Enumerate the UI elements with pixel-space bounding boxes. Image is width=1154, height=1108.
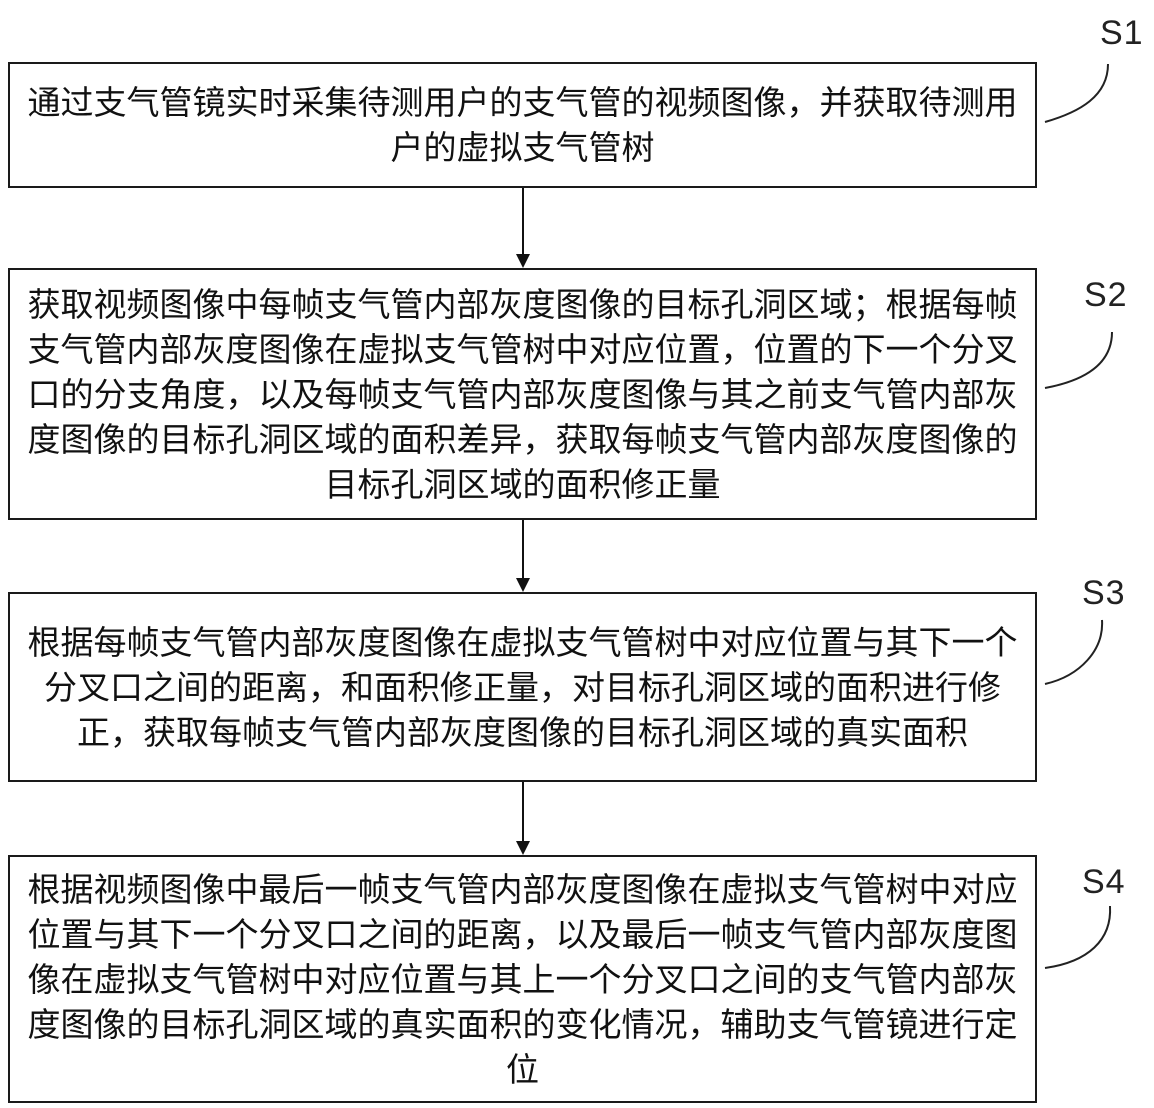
- step-box-s3: 根据每帧支气管内部灰度图像在虚拟支气管树中对应位置与其下一个分叉口之间的距离，和…: [8, 592, 1037, 782]
- step-label-s4: S4: [1082, 863, 1126, 901]
- arrow-head-s2-s3: [516, 578, 530, 592]
- step-label-s2: S2: [1084, 276, 1128, 314]
- step-text-s3: 根据每帧支气管内部灰度图像在虚拟支气管树中对应位置与其下一个分叉口之间的距离，和…: [27, 622, 1018, 752]
- step-label-s1: S1: [1100, 14, 1144, 52]
- step-text-s1: 通过支气管镜实时采集待测用户的支气管的视频图像，并获取待测用户的虚拟支气管树: [27, 83, 1018, 167]
- step-box-s1: 通过支气管镜实时采集待测用户的支气管的视频图像，并获取待测用户的虚拟支气管树: [8, 62, 1037, 188]
- step-text-s2: 获取视频图像中每帧支气管内部灰度图像的目标孔洞区域；根据每帧支气管内部灰度图像在…: [27, 284, 1018, 504]
- step-box-s4: 根据视频图像中最后一帧支气管内部灰度图像在虚拟支气管树中对应位置与其下一个分叉口…: [8, 855, 1037, 1103]
- step-text-s4: 根据视频图像中最后一帧支气管内部灰度图像在虚拟支气管树中对应位置与其下一个分叉口…: [27, 869, 1018, 1089]
- leader-curve-s3: [1044, 619, 1104, 685]
- step-box-s2: 获取视频图像中每帧支气管内部灰度图像的目标孔洞区域；根据每帧支气管内部灰度图像在…: [8, 268, 1037, 520]
- leader-curve-s2: [1044, 331, 1113, 389]
- leader-curve-s4: [1044, 905, 1112, 969]
- leader-curve-s1: [1044, 63, 1109, 123]
- arrow-head-s1-s2: [516, 254, 530, 268]
- step-label-s3: S3: [1082, 574, 1126, 612]
- arrow-head-s3-s4: [516, 841, 530, 855]
